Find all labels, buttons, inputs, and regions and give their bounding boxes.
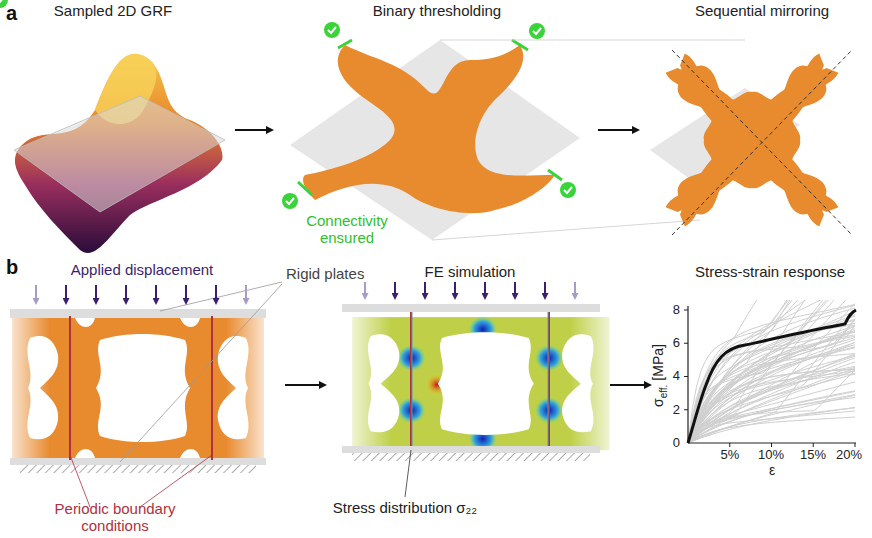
response-curve (688, 300, 855, 443)
arrow (598, 129, 638, 131)
label: 4 (673, 369, 680, 384)
response-curve (688, 300, 855, 443)
response-curve (688, 300, 855, 443)
response-curve (688, 304, 855, 443)
grf-surface (14, 54, 225, 253)
label: Stress distribution σ₂₂ (333, 499, 477, 516)
response-curve (688, 300, 855, 443)
response-curve (688, 342, 855, 443)
response-curve (688, 300, 855, 443)
lattice-structure (0, 282, 282, 507)
response-curve (688, 315, 855, 443)
arrow (235, 129, 272, 131)
label: FE simulation (425, 263, 516, 280)
label: 10% (758, 448, 784, 463)
label: Sampled 2D GRF (54, 2, 172, 19)
displacement-arrows (365, 282, 575, 298)
fe-simulation (340, 301, 622, 497)
label: Sequential mirroring (695, 2, 829, 19)
response-curve (688, 323, 855, 443)
label: 6 (673, 336, 680, 351)
response-curve (688, 300, 855, 443)
response-curve (688, 332, 855, 443)
label: Connectivity ensured (297, 212, 397, 247)
response-curve (688, 362, 855, 443)
label: eff. (658, 385, 669, 399)
response-curve (688, 367, 855, 443)
response-curve (688, 335, 855, 443)
response-curve (688, 347, 855, 443)
stress-strain-chart (684, 159, 856, 447)
label: Rigid plates (286, 265, 364, 282)
label: 20% (836, 448, 862, 463)
response-curve (688, 326, 855, 443)
label: ε (769, 462, 775, 478)
response-curve (688, 395, 855, 443)
response-curve (688, 374, 855, 443)
label: Binary thresholding (373, 2, 501, 19)
response-curve (688, 300, 855, 443)
arrow (285, 384, 325, 386)
response-curve (688, 326, 855, 443)
threshold-cell (0, 0, 745, 240)
displacement-arrows (36, 285, 246, 303)
axis-label: σeff. [MPa] (650, 345, 669, 408)
label: Applied displacement (71, 261, 214, 278)
label: [MPa] (650, 345, 666, 382)
label: 8 (673, 303, 680, 318)
response-curve (688, 326, 855, 443)
label: 5% (721, 448, 740, 463)
label: 15% (800, 448, 826, 463)
label: 0 (673, 436, 680, 451)
mirrored-cell (650, 50, 852, 235)
arrow (610, 384, 650, 386)
response-curve (688, 300, 855, 443)
label: b (6, 256, 18, 279)
response-curve (688, 300, 855, 443)
response-curve (688, 300, 855, 443)
label: Stress-strain response (695, 263, 845, 280)
response-curve (688, 331, 855, 444)
label: σ (650, 399, 666, 408)
label: 2 (673, 403, 680, 418)
response-curve (688, 308, 855, 443)
label: a (6, 2, 17, 25)
label: Periodic boundary conditions (40, 500, 190, 535)
response-curve (688, 332, 855, 443)
